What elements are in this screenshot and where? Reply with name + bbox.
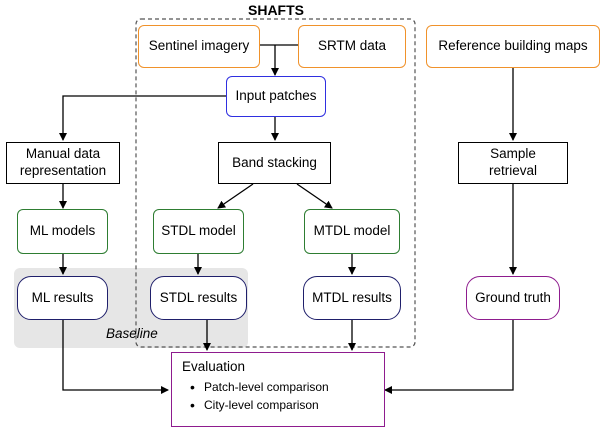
srtm-data-node: SRTM data — [298, 25, 406, 68]
ml-results-node: ML results — [17, 276, 108, 320]
input-patches-node: Input patches — [226, 76, 326, 117]
ground-truth-node: Ground truth — [466, 276, 560, 320]
mtdl-model-node: MTDL model — [304, 209, 400, 254]
stdl-results-node: STDL results — [150, 276, 247, 320]
stdl-model-node: STDL model — [153, 209, 244, 254]
merge-connector — [260, 44, 298, 76]
evaluation-node: Evaluation Patch-level comparison City-l… — [171, 352, 385, 427]
evaluation-item-city-level: City-level comparison — [190, 397, 374, 415]
sample-retrieval-node: Sample retrieval — [458, 142, 568, 184]
arrow-truth-to-eval — [384, 320, 514, 394]
ml-models-node: ML models — [17, 209, 108, 254]
manual-data-representation-node: Manual data representation — [6, 142, 120, 184]
band-stacking-node: Band stacking — [218, 142, 331, 184]
evaluation-item-patch-level: Patch-level comparison — [190, 379, 374, 397]
evaluation-title: Evaluation — [182, 359, 246, 374]
shafts-frame — [135, 18, 416, 348]
reference-building-maps-node: Reference building maps — [426, 25, 600, 68]
baseline-label: Baseline — [106, 326, 158, 341]
arrow-input-to-manual — [59, 95, 226, 141]
arrow-band-to-mtdl — [296, 183, 333, 209]
sentinel-imagery-node: Sentinel imagery — [138, 25, 260, 68]
shafts-title: SHAFTS — [248, 2, 304, 18]
mtdl-results-node: MTDL results — [303, 276, 401, 320]
arrow-band-to-stdl — [217, 183, 254, 209]
arrow-ml-results-to-eval — [62, 320, 169, 394]
